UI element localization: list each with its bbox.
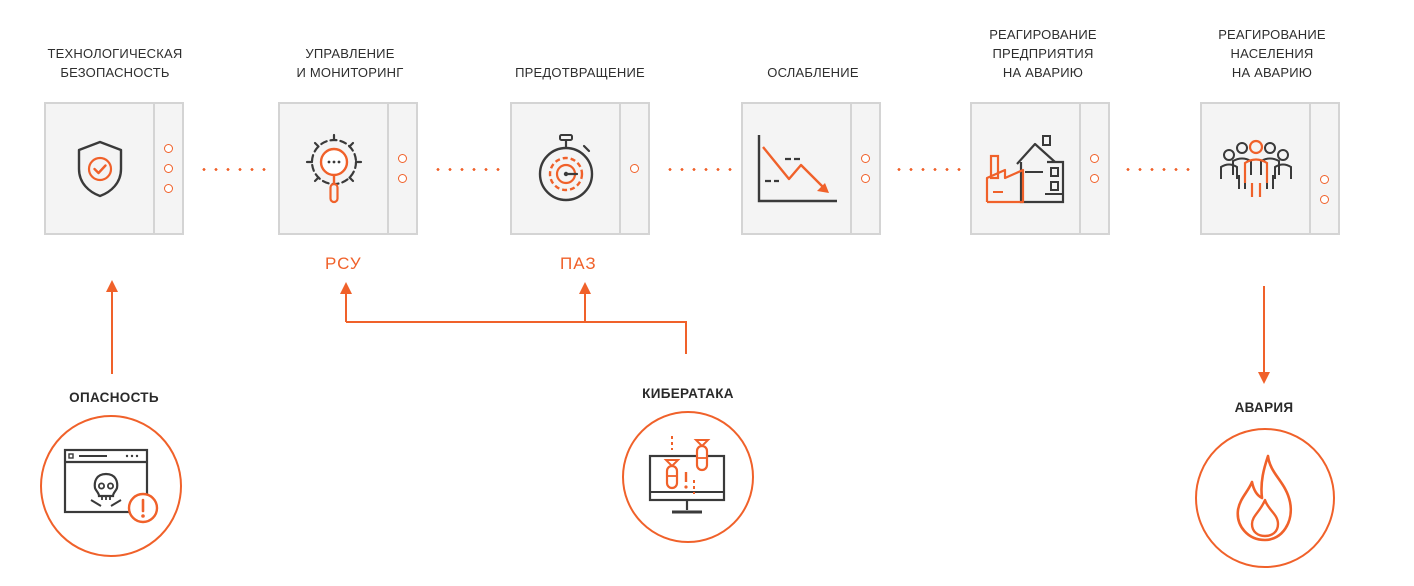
dotted-connector <box>432 168 504 171</box>
stage-title-mitigation: ОСЛАБЛЕНИЕ <box>728 63 898 82</box>
title-line: ПРЕДОТВРАЩЕНИЕ <box>515 65 645 80</box>
port-circle <box>164 184 173 193</box>
title-line: НА АВАРИЮ <box>1002 65 1084 80</box>
event-label-cyberattack: КИБЕРАТАКА <box>642 386 734 401</box>
stage-ports <box>155 104 182 233</box>
title-line: НА АВАРИЮ <box>1231 65 1313 80</box>
port-circle <box>1320 195 1329 204</box>
skull-browser-warning-icon <box>63 448 159 524</box>
system-label-paz: ПАЗ <box>560 254 597 273</box>
stage-card-body <box>972 104 1081 233</box>
port-circle <box>861 154 870 163</box>
stage-card-control-monitoring <box>278 102 418 235</box>
event-label-accident: АВАРИЯ <box>1234 400 1294 415</box>
stage-card-tech-safety <box>44 102 184 235</box>
event-label-hazard: ОПАСНОСТЬ <box>69 390 159 405</box>
stage-card-prevention <box>510 102 650 235</box>
port-circle <box>1320 175 1329 184</box>
title-line: РЕАГИРОВАНИЕ <box>1218 27 1326 42</box>
stage-title-tech-safety: ТЕХНОЛОГИЧЕСКАЯ БЕЗОПАСНОСТЬ <box>30 44 200 82</box>
stage-ports <box>1081 104 1108 233</box>
stage-ports <box>1311 104 1338 233</box>
event-circle-cyberattack <box>622 411 754 543</box>
gear-magnifier-icon <box>305 133 362 203</box>
dotted-connector <box>198 168 270 171</box>
port-circle <box>1090 174 1099 183</box>
monitor-bombs-icon <box>648 436 726 514</box>
stage-card-body <box>280 104 389 233</box>
stage-card-mitigation <box>741 102 881 235</box>
stage-ports <box>621 104 648 233</box>
stage-card-enterprise-response <box>970 102 1110 235</box>
stage-card-body <box>46 104 155 233</box>
port-circle <box>630 164 639 173</box>
port-circle <box>164 164 173 173</box>
decline-chart-icon <box>757 134 837 202</box>
title-line: ОСЛАБЛЕНИЕ <box>767 65 859 80</box>
stage-card-body <box>743 104 852 233</box>
dotted-connector <box>664 168 736 171</box>
stage-title-control-monitoring: УПРАВЛЕНИЕ И МОНИТОРИНГ <box>265 44 435 82</box>
port-circle <box>1090 154 1099 163</box>
title-line: БЕЗОПАСНОСТЬ <box>60 65 170 80</box>
stopwatch-gear-icon <box>538 133 593 201</box>
dotted-connector <box>893 168 965 171</box>
title-line: РЕАГИРОВАНИЕ <box>989 27 1097 42</box>
stage-title-prevention: ПРЕДОТВРАЩЕНИЕ <box>490 63 670 82</box>
people-group-icon <box>1219 139 1292 197</box>
port-circle <box>398 154 407 163</box>
stage-card-population-response <box>1200 102 1340 235</box>
title-line: УПРАВЛЕНИЕ <box>305 46 395 61</box>
shield-check-icon <box>77 140 122 197</box>
port-circle <box>164 144 173 153</box>
title-line: НАСЕЛЕНИЯ <box>1230 46 1314 61</box>
port-circle <box>398 174 407 183</box>
event-circle-accident <box>1195 428 1335 568</box>
flame-icon <box>1236 454 1293 542</box>
dotted-connector <box>1122 168 1194 171</box>
stage-ports <box>389 104 416 233</box>
stage-title-population-response: РЕАГИРОВАНИЕ НАСЕЛЕНИЯ НА АВАРИЮ <box>1187 25 1357 82</box>
title-line: ТЕХНОЛОГИЧЕСКАЯ <box>47 46 183 61</box>
factory-building-icon <box>985 134 1064 203</box>
cyberattack-link <box>346 321 687 354</box>
stage-title-enterprise-response: РЕАГИРОВАНИЕ ПРЕДПРИЯТИЯ НА АВАРИЮ <box>958 25 1128 82</box>
stage-card-body <box>1202 104 1311 233</box>
title-line: И МОНИТОРИНГ <box>296 65 404 80</box>
system-label-rsu: РСУ <box>325 254 362 273</box>
event-circle-hazard <box>40 415 182 557</box>
title-line: ПРЕДПРИЯТИЯ <box>992 46 1094 61</box>
stage-ports <box>852 104 879 233</box>
port-circle <box>861 174 870 183</box>
stage-card-body <box>512 104 621 233</box>
